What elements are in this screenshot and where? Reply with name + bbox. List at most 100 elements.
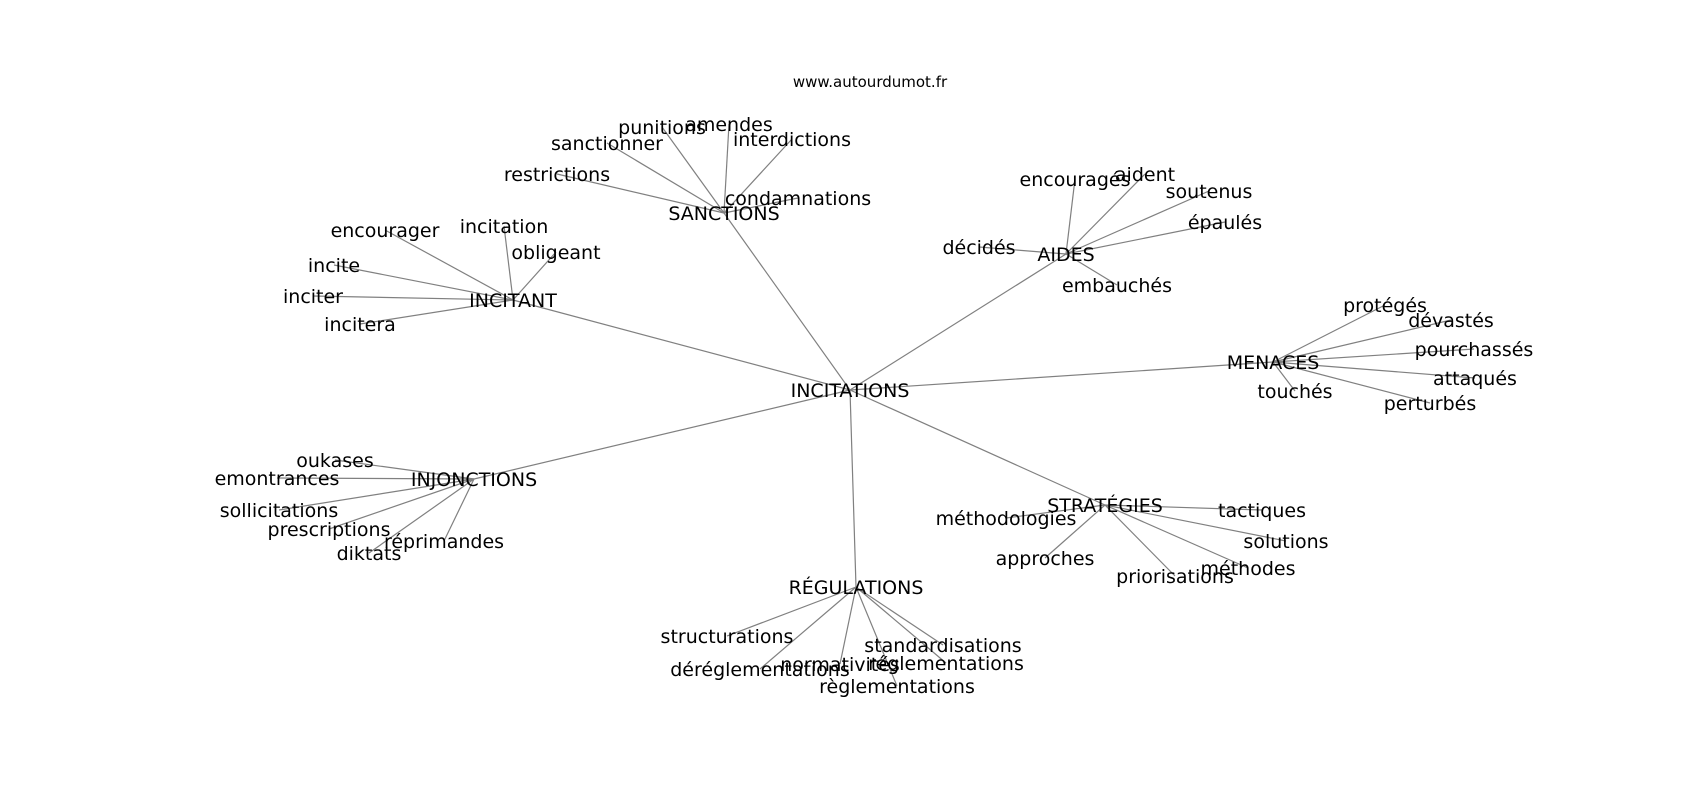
hub-node: RÉGULATIONS	[789, 576, 924, 599]
edge-hub-leaf	[368, 478, 475, 554]
edge-hub-leaf	[278, 478, 475, 511]
edge-hub-leaf	[1272, 361, 1296, 392]
edge-hub-leaf	[359, 299, 514, 325]
edge-hub-leaf	[978, 246, 1067, 255]
leaf-node: aident	[1115, 164, 1175, 186]
edge-hub-leaf	[1104, 504, 1287, 542]
edge-root-hub	[849, 389, 857, 588]
site-watermark: www.autourdumot.fr	[793, 73, 948, 91]
leaf-node: décidés	[942, 237, 1015, 259]
edge-hub-leaf	[1044, 504, 1106, 559]
edge-hub-leaf	[726, 586, 857, 637]
leaf-node: réglementations	[868, 653, 1024, 675]
leaf-node: normativités	[780, 654, 900, 676]
leaf-node: attaqués	[1433, 368, 1517, 390]
edge-root-hub	[849, 389, 1106, 506]
leaf-node: structurations	[661, 626, 794, 648]
leaf-node: diktats	[337, 543, 402, 565]
leaf-node: prescriptions	[268, 519, 391, 541]
leaf-node: sollicitations	[220, 500, 338, 522]
leaf-node: inciter	[283, 286, 343, 308]
edge-hub-leaf	[839, 586, 857, 665]
edge-hub-leaf	[384, 229, 514, 301]
leaf-node: réprimandes	[384, 531, 504, 553]
edge-hub-leaf	[855, 586, 898, 687]
leaf-node: oukases	[296, 450, 373, 472]
leaf-node: approches	[996, 548, 1095, 570]
edge-hub-leaf	[512, 251, 557, 301]
edge-hub-leaf	[328, 478, 475, 530]
edge-hub-leaf	[1272, 304, 1386, 363]
leaf-node: touchés	[1257, 381, 1332, 403]
hub-node: INJONCTIONS	[411, 469, 537, 491]
leaf-node: encouragés	[1020, 169, 1131, 191]
hub-node: AIDES	[1037, 244, 1094, 266]
edge-hub-leaf	[1272, 361, 1431, 404]
leaf-node: incitation	[460, 216, 549, 238]
edge-hub-leaf	[1104, 504, 1176, 577]
edge-hub-leaf	[1065, 178, 1076, 255]
edge-hub-leaf	[1272, 319, 1452, 363]
edge-hub-leaf	[1065, 253, 1118, 286]
leaf-node: interdictions	[733, 129, 851, 151]
edge-hub-leaf	[661, 126, 725, 214]
leaf-node: incite	[308, 255, 360, 277]
edge-hub-leaf	[723, 123, 730, 214]
edge-hub-leaf	[855, 586, 947, 664]
leaf-node: incitera	[324, 314, 396, 336]
edge-root-hub	[512, 299, 851, 391]
leaf-node: déréglementations	[670, 659, 850, 681]
graph-edges	[276, 123, 1476, 687]
leaf-node: perturbés	[1384, 393, 1477, 415]
root-node: INCITATIONS	[791, 380, 910, 402]
leaf-node: méthodes	[1201, 558, 1296, 580]
edge-root-hub	[849, 361, 1274, 391]
leaf-node: embauchés	[1062, 275, 1172, 297]
leaf-node: épaulés	[1188, 212, 1262, 234]
edge-hub-leaf	[556, 173, 725, 214]
leaf-node: encourager	[331, 220, 440, 242]
leaf-node: condamnations	[725, 188, 871, 210]
leaf-node: punitions	[618, 117, 706, 139]
edge-hub-leaf	[1104, 504, 1249, 569]
edge-root-hub	[849, 253, 1067, 391]
leaf-node: obligeant	[511, 242, 600, 264]
edge-root-hub	[723, 212, 851, 391]
edge-hub-leaf	[1272, 348, 1475, 363]
leaf-node: méthodologies	[936, 508, 1077, 530]
edge-hub-leaf	[1005, 504, 1106, 519]
edge-hub-leaf	[1065, 221, 1226, 255]
hub-node: INCITANT	[469, 290, 557, 312]
leaf-node: sanctionner	[551, 133, 663, 155]
edge-hub-leaf	[276, 477, 475, 480]
edge-root-hub	[473, 389, 851, 480]
edge-hub-leaf	[1065, 173, 1146, 255]
edge-hub-leaf	[723, 197, 799, 214]
leaf-node: solutions	[1243, 531, 1328, 553]
leaf-node: priorisations	[1116, 566, 1234, 588]
hub-node: SANCTIONS	[668, 203, 779, 225]
edge-hub-leaf	[1272, 361, 1476, 379]
leaf-node: dévastés	[1408, 310, 1494, 332]
edge-hub-leaf	[606, 142, 725, 214]
edge-hub-leaf	[855, 586, 944, 646]
edge-hub-leaf	[443, 478, 475, 542]
leaf-node: amendes	[685, 114, 773, 136]
edge-hub-leaf	[1104, 504, 1263, 511]
edge-hub-leaf	[333, 264, 514, 301]
edge-hub-leaf	[759, 586, 857, 670]
edge-hub-leaf	[723, 138, 793, 214]
leaf-node: soutenus	[1166, 181, 1253, 203]
leaf-node: pourchassés	[1415, 339, 1534, 361]
leaf-node: emontrances	[215, 468, 340, 490]
edge-hub-leaf	[503, 225, 514, 301]
leaf-node: standardisations	[864, 635, 1021, 657]
hub-node: MENACES	[1227, 352, 1320, 374]
leaf-node: règlementations	[819, 676, 975, 698]
leaf-node: restrictions	[504, 164, 610, 186]
leaf-node: tactiques	[1218, 500, 1306, 522]
hub-node: STRATÉGIES	[1047, 494, 1163, 517]
edge-hub-leaf	[312, 295, 514, 301]
